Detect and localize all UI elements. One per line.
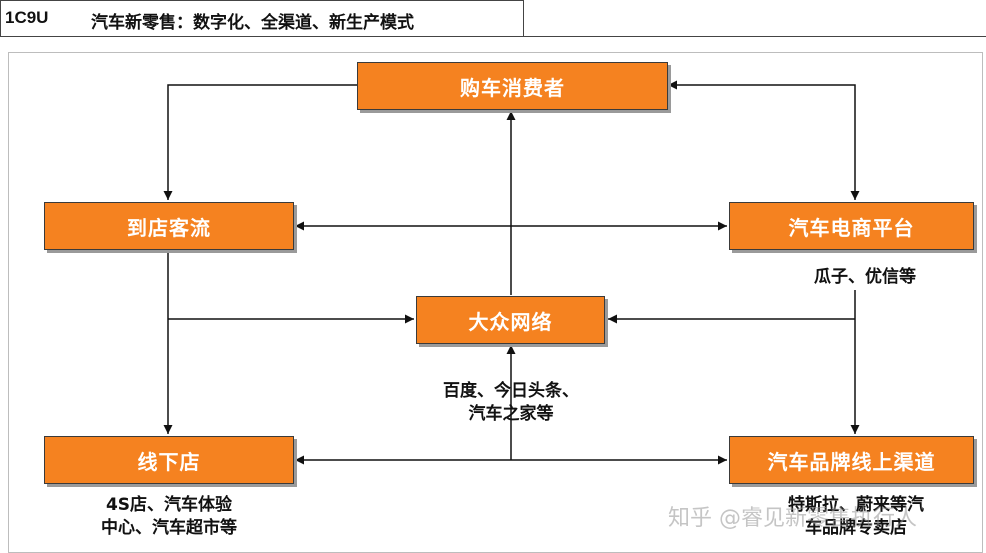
note-mass-network-line-1: 百度、今日头条、 [443,381,579,401]
node-mass-network: 大众网络 [416,296,605,344]
note-offline-line-2: 中心、汽车超市等 [101,518,237,538]
figure-code: 1C9U [5,8,49,27]
figure-title: 汽车新零售：数字化、全渠道、新生产模式 [91,13,414,33]
note-mass-network-examples: 百度、今日头条、 汽车之家等 [400,380,622,426]
node-store-traffic: 到店客流 [44,202,294,250]
note-offline-examples: 4S店、汽车体验 中心、汽车超市等 [54,494,284,540]
note-brand-line-1: 特斯拉、蔚来等汽 [788,495,924,515]
note-offline-line-1: 4S店、汽车体验 [105,495,233,515]
arrow-consumer-to-store [163,84,357,200]
note-mass-network-line-2: 汽车之家等 [468,404,554,424]
node-offline-store: 线下店 [44,436,294,484]
note-brand-examples: 特斯拉、蔚来等汽 车品牌专卖店 [756,494,956,540]
note-brand-line-2: 车品牌专卖店 [805,518,907,538]
node-ecommerce-platform: 汽车电商平台 [729,202,974,250]
zhihu-watermark: 知乎 @睿见新零售执行人 [668,506,917,531]
title-bar: 1C9U 汽车新零售：数字化、全渠道、新生产模式 [0,0,524,37]
arrow-consumer-ecommerce [668,80,860,200]
title-underline [524,36,986,37]
note-ecommerce-examples: 瓜子、优信等 [814,267,916,287]
node-brand-online-channel: 汽车品牌线上渠道 [729,436,974,484]
node-consumer: 购车消费者 [357,62,668,110]
